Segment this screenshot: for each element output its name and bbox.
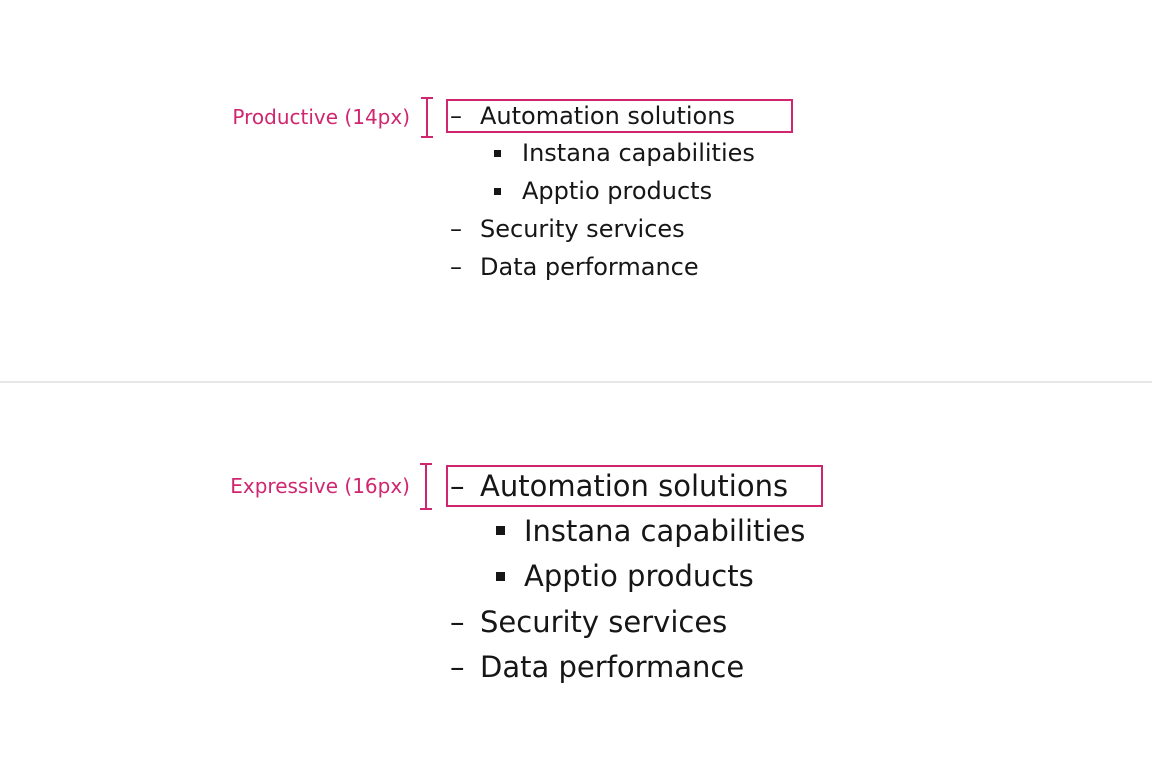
dash-bullet-icon: –: [450, 215, 462, 243]
list-item-highlight-box: – Automation solutions: [446, 465, 823, 507]
annotation-expressive-label: Expressive (16px): [230, 474, 410, 498]
list-item: Apptio products: [446, 554, 823, 600]
list-item: – Security services: [446, 599, 823, 645]
unordered-list-expressive: – Automation solutions Instana capabilit…: [446, 465, 823, 690]
unordered-list-productive: – Automation solutions Instana capabilit…: [446, 99, 793, 286]
list-item-label: Apptio products: [524, 559, 754, 594]
square-bullet-icon: [494, 187, 501, 195]
list-item-label: Data performance: [480, 253, 699, 281]
list-item-label: Security services: [480, 215, 685, 243]
list-item-label: Data performance: [480, 650, 745, 685]
square-bullet-icon: [496, 571, 505, 581]
list-item: Instana capabilities: [446, 508, 823, 554]
annotation-productive-label: Productive (14px): [232, 105, 410, 129]
list-item-label: Automation solutions: [480, 469, 789, 503]
dash-bullet-icon: –: [450, 253, 462, 281]
list-item-label: Instana capabilities: [522, 139, 755, 167]
list-item: Apptio products: [446, 172, 793, 210]
dash-bullet-icon: –: [450, 469, 465, 503]
list-item-label: Instana capabilities: [524, 513, 806, 548]
square-bullet-icon: [494, 149, 501, 157]
list-item: – Data performance: [446, 645, 823, 691]
list-item-label: Apptio products: [522, 177, 713, 205]
size-bracket-icon: [421, 97, 433, 138]
list-item-label: Security services: [480, 604, 728, 639]
dash-bullet-icon: –: [450, 102, 462, 130]
list-item: Instana capabilities: [446, 134, 793, 172]
dash-bullet-icon: –: [450, 604, 465, 639]
square-bullet-icon: [496, 526, 505, 536]
dash-bullet-icon: –: [450, 650, 465, 685]
size-bracket-icon: [420, 463, 432, 510]
list-item: – Data performance: [446, 248, 793, 286]
section-divider: [0, 381, 1152, 383]
list-item-highlight-box: – Automation solutions: [446, 99, 793, 133]
list-item-label: Automation solutions: [480, 102, 735, 130]
list-item: – Security services: [446, 210, 793, 248]
